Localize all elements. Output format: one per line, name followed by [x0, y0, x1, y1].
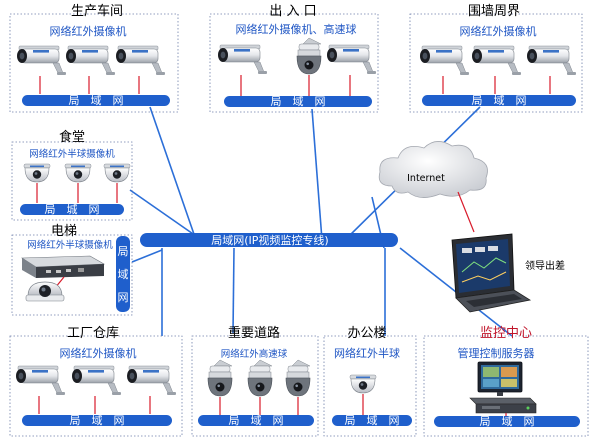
network-links	[129, 106, 513, 337]
dome-camera-icon	[349, 374, 377, 394]
speed-dome-icon	[207, 359, 233, 397]
zone-perimeter: 围墙周界 网络红外摄像机 局 域 网	[409, 4, 583, 113]
bullet-camera-icon	[217, 44, 268, 75]
zone-entrance-title: 出 入 口	[269, 4, 316, 19]
zone-canteen-title: 食堂	[59, 129, 85, 145]
main-lan-bus: 局域网(IP视频监控专线)	[140, 233, 398, 247]
bullet-camera-icon	[115, 45, 166, 76]
zone-workshop-title: 生产车间	[71, 3, 123, 19]
bullet-camera-icon	[419, 45, 470, 76]
leader-label: 领导出差	[525, 259, 565, 272]
encoder-box-icon	[21, 255, 106, 278]
speed-dome-icon	[285, 359, 311, 397]
server-monitor-icon	[469, 361, 537, 414]
bullet-camera-icon	[526, 45, 577, 76]
bullet-camera-icon	[126, 365, 177, 396]
dome-camera-icon	[103, 163, 131, 183]
main-bus-label: 局域网(IP视频监控专线)	[211, 233, 328, 247]
zone-warehouse: 工厂仓库 网络红外摄像机 局 域 网	[9, 325, 183, 437]
bullet-camera-icon	[326, 44, 377, 75]
zone-road: 重要道路 网络红外高速球 局 域 网	[191, 325, 319, 437]
zone-perimeter-title: 围墙周界	[468, 4, 520, 19]
speed-dome-icon	[296, 37, 322, 75]
zone-center-subtitle: 管理控制服务器	[458, 346, 535, 360]
dome-camera-icon	[25, 281, 65, 302]
zone-center: 监控中心 管理控制服务器 局 域 网	[423, 326, 589, 437]
lan-label: 局 域 网	[480, 415, 535, 428]
dome-camera-icon	[23, 163, 51, 183]
zone-office-subtitle: 网络红外半球	[334, 346, 400, 360]
zone-elevator: 电梯 网络红外半球摄像机 局 域 网	[11, 224, 133, 316]
lan-vertical-char-3: 网	[118, 291, 129, 304]
leader-laptop: 领导出差	[451, 233, 565, 313]
zone-warehouse-title: 工厂仓库	[67, 325, 119, 341]
bullet-camera-icon	[71, 365, 122, 396]
lan-label: 局 域 网	[70, 414, 125, 427]
internet-cloud: Internet	[378, 141, 488, 233]
zone-office-title: 办公楼	[347, 326, 386, 341]
lan-label: 局 域 网	[229, 414, 284, 427]
speed-dome-icon	[247, 359, 273, 397]
zone-perimeter-subtitle: 网络红外摄像机	[460, 24, 537, 38]
bullet-camera-icon	[15, 365, 66, 396]
bullet-camera-icon	[16, 45, 67, 76]
zone-office: 办公楼 网络红外半球 局 域 网	[323, 326, 417, 437]
zone-workshop: 生产车间 网络红外摄像机 局 域 网	[9, 3, 179, 113]
zone-elevator-subtitle: 网络红外半球摄像机	[27, 239, 113, 251]
zone-warehouse-subtitle: 网络红外摄像机	[60, 346, 137, 360]
lan-label: 局 域 网	[271, 95, 326, 108]
zone-canteen: 食堂 网络红外半球摄像机 局 城 网	[11, 129, 133, 221]
lan-vertical-char-1: 局	[118, 245, 129, 258]
lan-label: 局 域 网	[345, 414, 400, 427]
zone-center-title: 监控中心	[480, 326, 532, 341]
zone-entrance-subtitle: 网络红外摄像机、高速球	[236, 22, 357, 36]
lan-label: 局 城 网	[45, 203, 100, 216]
zone-road-subtitle: 网络红外高速球	[221, 348, 288, 360]
lan-label: 局 域 网	[472, 94, 527, 107]
zone-canteen-subtitle: 网络红外半球摄像机	[29, 148, 115, 160]
dome-camera-icon	[64, 163, 92, 183]
zone-entrance: 出 入 口 网络红外摄像机、高速球 局 域 网	[209, 4, 379, 113]
zone-road-title: 重要道路	[228, 325, 280, 341]
lan-label: 局 域 网	[69, 94, 124, 107]
internet-label: Internet	[407, 173, 445, 184]
zone-workshop-subtitle: 网络红外摄像机	[50, 24, 127, 38]
bullet-camera-icon	[471, 45, 522, 76]
lan-vertical-char-2: 域	[118, 268, 129, 281]
bullet-camera-icon	[65, 45, 116, 76]
zone-elevator-title: 电梯	[51, 224, 77, 239]
